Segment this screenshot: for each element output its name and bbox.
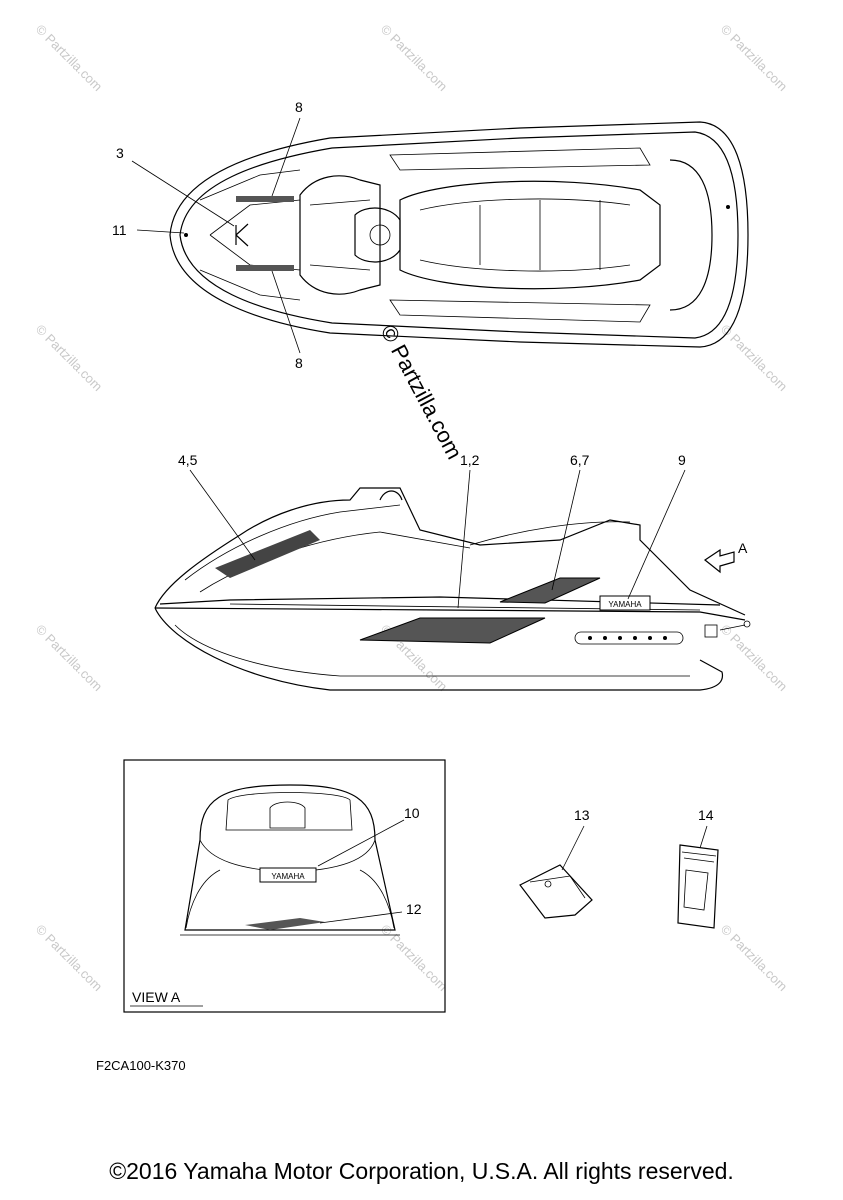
watermark: © Partzilla.com: [33, 322, 106, 395]
watermark: © Partzilla.com: [33, 622, 106, 695]
watermark: © Partzilla.com: [33, 22, 106, 95]
callout-label: 13: [574, 807, 590, 823]
yamaha-badge-text: YAMAHA: [271, 872, 305, 881]
watermark: © Partzilla.com: [718, 22, 791, 95]
callout-label: 14: [698, 807, 714, 823]
part-14-manual-bag: 14: [677, 807, 719, 929]
callout-label: 12: [406, 901, 422, 917]
top-view-callouts: 8 3 11 8: [112, 99, 303, 371]
callout-label: 3: [116, 145, 124, 161]
callout-label: 11: [112, 222, 127, 238]
part-13-pouch: 13: [519, 807, 593, 919]
watermark: © Partzilla.com: [718, 922, 791, 995]
copyright-notice: ©2016 Yamaha Motor Corporation, U.S.A. A…: [109, 1158, 734, 1184]
watermark: © Partzilla.com: [718, 322, 791, 395]
watermark: © Partzilla.com: [378, 22, 451, 95]
watermark: © Partzilla.com: [33, 922, 106, 995]
diagram-code: F2CA100-K370: [96, 1058, 186, 1073]
view-a-panel: YAMAHA 10 12 VIEW A: [123, 759, 446, 1013]
callout-label: 4,5: [178, 452, 198, 468]
top-view-watercraft: [169, 121, 749, 348]
yamaha-badge-text: YAMAHA: [608, 600, 642, 609]
watermark: © Partzilla.com: [378, 922, 451, 995]
callout-label: 9: [678, 452, 686, 468]
callout-label: 8: [295, 355, 303, 371]
callout-label: 1,2: [460, 452, 480, 468]
watermark-grid: © Partzilla.com © Partzilla.com © Partzi…: [33, 22, 791, 995]
callout-label: 10: [404, 805, 420, 821]
side-view-watercraft: YAMAHA: [154, 487, 751, 691]
watermark-center: © Partzilla.com: [376, 321, 468, 464]
callout-label: 8: [295, 99, 303, 115]
callout-label: A: [738, 540, 748, 556]
view-a-title: VIEW A: [132, 989, 181, 1005]
side-view-callouts: 4,5 1,2 6,7 9 A: [178, 452, 748, 609]
callout-label: 6,7: [570, 452, 590, 468]
watermark: © Partzilla.com: [718, 622, 791, 695]
